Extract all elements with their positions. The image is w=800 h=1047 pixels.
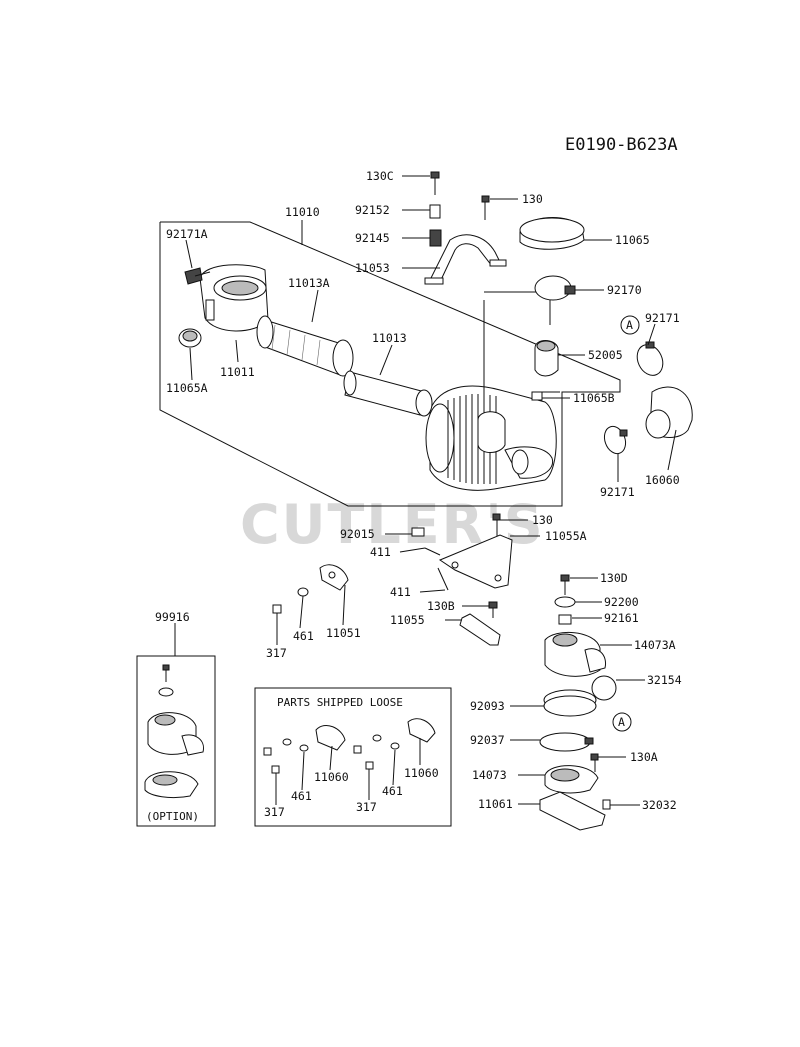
label-14073A: 14073A: [634, 638, 676, 652]
bracket-11055A: [438, 534, 513, 589]
label-11065A: 11065A: [166, 381, 208, 395]
part-labels: 130C 92152 92145 11053 130 11065 92170 1…: [155, 169, 682, 819]
ref-circle-A-bottom: A: [612, 712, 632, 732]
label-11061: 11061: [478, 797, 513, 811]
plate-11055: [459, 613, 501, 646]
cover-14073A: [544, 631, 607, 677]
leader-lines: [174, 175, 677, 806]
svg-text:A: A: [626, 318, 633, 332]
hose-32154: [591, 675, 617, 701]
loose-parts-box: PARTS SHIPPED LOOSE: [254, 687, 452, 827]
valve-52005: [534, 340, 559, 377]
cover-14073: [544, 765, 599, 794]
label-11065: 11065: [615, 233, 650, 247]
clamp-92171-bottom: [603, 425, 628, 455]
bolt-130B: [488, 601, 498, 618]
label-130-top: 130: [522, 192, 543, 206]
nut-92171A: [184, 267, 211, 285]
option-label: (OPTION): [146, 810, 199, 823]
label-11055: 11055: [390, 613, 425, 627]
label-11011: 11011: [220, 365, 255, 379]
svg-text:A: A: [618, 715, 625, 729]
label-52005: 52005: [588, 348, 623, 362]
label-16060: 16060: [645, 473, 680, 487]
label-92171A: 92171A: [166, 227, 208, 241]
diagram-code: E0190-B623A: [565, 135, 678, 155]
label-92171-right: 92171: [645, 311, 680, 325]
label-130D: 130D: [600, 571, 628, 585]
label-11013A: 11013A: [288, 276, 330, 290]
assembly-outline: [159, 221, 621, 507]
label-130C: 130C: [366, 169, 394, 183]
nut-11065B: [531, 391, 543, 401]
gasket-11061: [539, 791, 606, 831]
collar-92152: [429, 204, 441, 219]
element-11013A: [256, 315, 354, 377]
clamp-92171-right: [636, 341, 664, 376]
label-92152: 92152: [355, 203, 390, 217]
element-11013: [343, 370, 433, 417]
clamp-92170: [534, 275, 576, 301]
label-130A: 130A: [630, 750, 658, 764]
label-130-mid: 130: [532, 513, 553, 527]
label-11013: 11013: [372, 331, 407, 345]
outer-cover-11011: [199, 264, 269, 332]
label-92171-bottom: 92171: [600, 485, 635, 499]
nut-317-a: [272, 604, 282, 614]
label-11055A: 11055A: [545, 529, 587, 543]
label-32032: 32032: [642, 798, 677, 812]
label-130B: 130B: [427, 599, 455, 613]
bolt-130A: [590, 753, 599, 772]
loose-box-title: PARTS SHIPPED LOOSE: [277, 696, 403, 709]
label-317-a: 317: [266, 646, 287, 660]
label-461-a: 461: [293, 629, 314, 643]
gasket-11051: [319, 564, 349, 591]
label-411-a: 411: [370, 545, 391, 559]
label-411-b: 411: [390, 585, 411, 599]
label-14073: 14073: [472, 768, 507, 782]
label-92093: 92093: [470, 699, 505, 713]
ref-circle-A-top: A: [620, 315, 640, 335]
bolt-130-top: [481, 195, 490, 220]
air-cleaner-housing: [425, 291, 557, 491]
label-11051: 11051: [326, 626, 361, 640]
label-461-c: 461: [382, 784, 403, 798]
label-11065B: 11065B: [573, 391, 615, 405]
washer-92200: [554, 596, 576, 608]
label-11053: 11053: [355, 261, 390, 275]
label-461-b: 461: [291, 789, 312, 803]
label-92170: 92170: [607, 283, 642, 297]
label-11010: 11010: [285, 205, 320, 219]
bolt-130D: [560, 574, 570, 595]
cap-11065: [519, 217, 585, 250]
label-32154: 32154: [647, 673, 682, 687]
hose-16060: [645, 386, 693, 439]
label-317-b: 317: [264, 805, 285, 819]
label-11060-b: 11060: [404, 766, 439, 780]
label-317-c: 317: [356, 800, 377, 814]
label-99916: 99916: [155, 610, 190, 624]
band-92093: [543, 689, 597, 717]
label-92161: 92161: [604, 611, 639, 625]
clip-92015: [411, 527, 425, 537]
bolt-130C: [430, 171, 440, 195]
label-11060-a: 11060: [314, 770, 349, 784]
bolt-130-mid: [492, 513, 501, 536]
label-92200: 92200: [604, 595, 639, 609]
wire-411: [424, 547, 449, 591]
label-92037: 92037: [470, 733, 505, 747]
bracket-11053: [424, 234, 507, 285]
label-92015: 92015: [340, 527, 375, 541]
collar-92161: [558, 614, 572, 625]
washer-461-a: [297, 587, 309, 597]
option-box: (OPTION): [136, 655, 216, 827]
label-92145: 92145: [355, 231, 390, 245]
clamp-92037: [539, 732, 594, 752]
cap-11065A: [178, 328, 202, 348]
nut-32032: [602, 799, 611, 810]
spring-92145: [429, 229, 442, 247]
